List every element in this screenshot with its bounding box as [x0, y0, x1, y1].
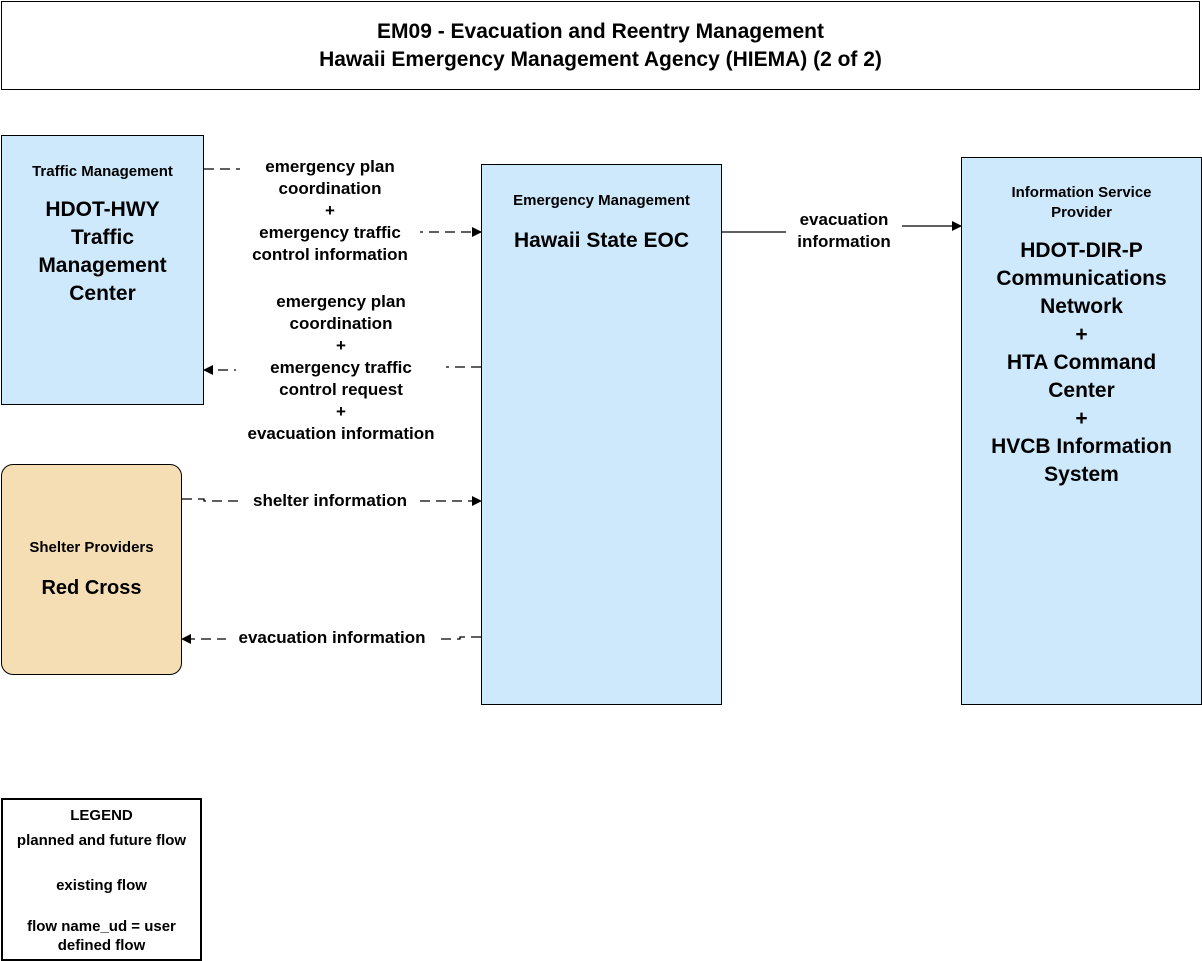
flow-label-tm-to-eoc: emergency plan coordination + emergency …	[240, 156, 420, 266]
node-name-line: Management	[38, 254, 167, 277]
flow-label-line: emergency plan	[236, 291, 446, 313]
node-category-line: Provider	[1051, 204, 1112, 221]
node-name-line: Communications	[996, 267, 1167, 290]
flow-label-line: emergency traffic	[236, 357, 446, 379]
flow-label-line: emergency traffic	[240, 222, 420, 244]
node-name-line: Red Cross	[41, 576, 142, 599]
flow-label-line: evacuation information	[226, 627, 438, 649]
node-name-line: Center	[1048, 379, 1115, 402]
node-name-line: Network	[1040, 295, 1123, 318]
flow-label-line: +	[240, 200, 420, 222]
node-shelter-providers: Shelter Providers Red Cross	[1, 464, 182, 675]
node-information-service-provider: Information Service Provider HDOT-DIR-P …	[961, 157, 1202, 705]
node-name-line: HVCB Information	[991, 435, 1172, 458]
legend-planned-label: planned and future flow	[16, 832, 187, 849]
flow-label-eoc-to-tm: emergency plan coordination + emergency …	[236, 291, 446, 445]
flow-label-line: evacuation	[786, 209, 902, 231]
flow-label-line: coordination	[236, 313, 446, 335]
legend-note-line: defined flow	[57, 937, 146, 954]
flow-label-line: control information	[240, 244, 420, 266]
node-name-line: Traffic	[70, 226, 135, 249]
flow-label-line: control request	[236, 379, 446, 401]
node-category: Emergency Management	[513, 192, 690, 209]
legend: LEGEND planned and future flow existing …	[1, 798, 202, 961]
node-name-line: +	[1075, 323, 1088, 346]
legend-title: LEGEND	[70, 807, 133, 824]
flow-label-eoc-to-isp: evacuation information	[786, 209, 902, 253]
title-line-1: EM09 - Evacuation and Reentry Management	[377, 19, 824, 43]
node-name-line: +	[1075, 407, 1088, 430]
flow-label-line: +	[236, 401, 446, 423]
node-name-line: Center	[69, 282, 136, 305]
node-name-line: System	[1044, 463, 1119, 486]
node-name-line: HDOT-HWY	[45, 198, 160, 221]
node-category-line: Information Service	[1011, 184, 1152, 201]
node-name-line: HTA Command	[1006, 351, 1157, 374]
flow-label-line: information	[786, 231, 902, 253]
flow-label-line: evacuation information	[236, 423, 446, 445]
legend-note-line: flow name_ud = user	[27, 918, 176, 935]
flow-label-line: emergency plan	[240, 156, 420, 178]
title-line-2: Hawaii Emergency Management Agency (HIEM…	[319, 47, 882, 71]
flow-label-line: shelter information	[242, 490, 418, 512]
flow-label-eoc-to-shelter: evacuation information	[226, 627, 438, 649]
node-name-line: HDOT-DIR-P	[1020, 239, 1143, 262]
diagram-title: EM09 - Evacuation and Reentry Management…	[1, 1, 1200, 90]
flow-label-line: coordination	[240, 178, 420, 200]
flow-label-line: +	[236, 335, 446, 357]
flow-label-shelter-to-eoc: shelter information	[242, 490, 418, 512]
legend-existing-label: existing flow	[56, 877, 147, 894]
node-category: Shelter Providers	[29, 538, 154, 556]
node-name-line: Hawaii State EOC	[513, 229, 690, 252]
node-emergency-management: Emergency Management Hawaii State EOC	[481, 164, 722, 705]
node-traffic-management: Traffic Management HDOT-HWY Traffic Mana…	[1, 135, 204, 405]
node-category: Traffic Management	[32, 163, 173, 180]
